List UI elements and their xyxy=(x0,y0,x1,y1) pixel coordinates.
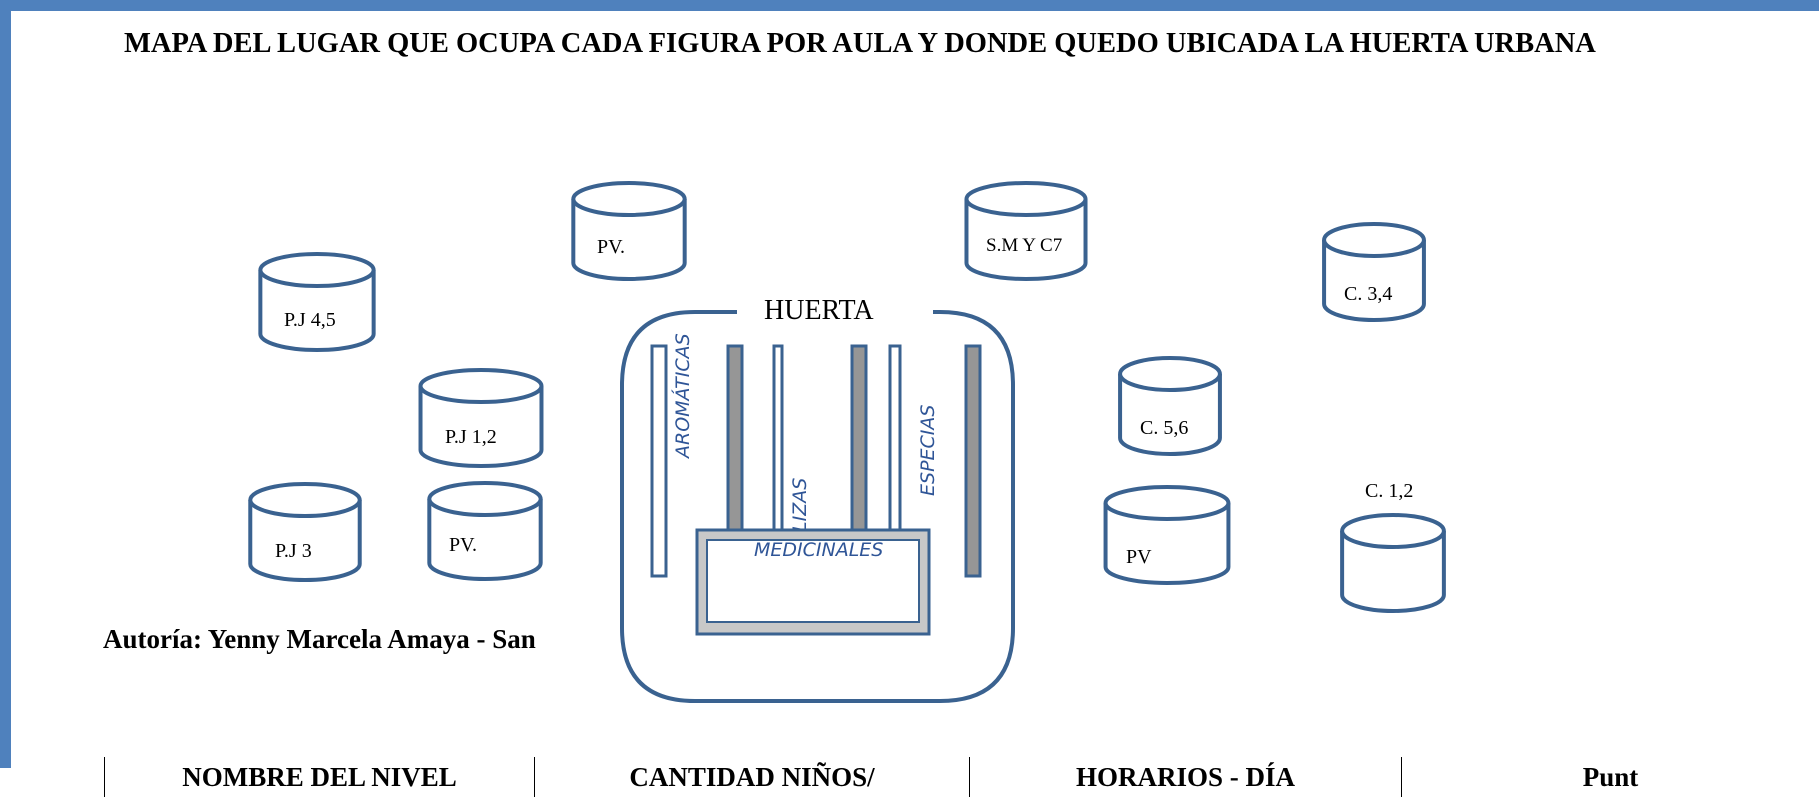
cylinder-label: C. 5,6 xyxy=(1140,417,1188,439)
bed-label-lizas: LIZAS xyxy=(789,478,811,532)
table-header-cell: CANTIDAD NIÑOS/ xyxy=(534,757,969,797)
bed-label-especias: ESPECIAS xyxy=(917,405,939,496)
garden-enclosure: HUERTA xyxy=(620,295,1015,703)
classroom-cylinder: C. 1,2 xyxy=(1342,480,1444,611)
page-border-left xyxy=(0,0,11,768)
cylinder-label: P.J 3 xyxy=(275,540,312,562)
table-header-cell: Punt xyxy=(1401,757,1819,797)
cylinder-label: C. 3,4 xyxy=(1344,283,1392,305)
classroom-cylinder: PV xyxy=(1106,487,1229,583)
garden-title: HUERTA xyxy=(764,295,874,326)
cylinder-label: P.J 1,2 xyxy=(445,426,497,448)
classroom-cylinder: P.J 3 xyxy=(250,484,359,580)
garden-bed xyxy=(964,344,982,578)
classroom-cylinder: PV. xyxy=(429,483,540,579)
cylinder-label: PV. xyxy=(449,534,477,556)
cylinder-label: PV xyxy=(1126,546,1152,568)
table-header-cell: HORARIOS - DÍA xyxy=(969,757,1401,797)
garden-bed-medicinales: MEDICINALES xyxy=(695,528,931,636)
cylinder-label: PV. xyxy=(597,236,625,258)
classroom-map: PV. S.M Y C7 C. 3,4 P.J 4,5 P.J 1,2 C. 5… xyxy=(0,0,1819,703)
bed-label-medicinales: MEDICINALES xyxy=(754,539,883,561)
classroom-cylinder: P.J 4,5 xyxy=(260,254,373,350)
cylinder-label: C. 1,2 xyxy=(1365,480,1413,502)
cylinder-label: P.J 4,5 xyxy=(284,309,336,331)
bed-label-aromaticas: AROMÁTICAS xyxy=(671,333,694,460)
table-header-cell: NOMBRE DEL NIVEL xyxy=(104,757,534,797)
author-credit: Autoría: Yenny Marcela Amaya - San xyxy=(103,624,536,654)
garden-bed: AROMÁTICAS xyxy=(650,333,694,578)
classroom-cylinder: C. 3,4 xyxy=(1324,224,1424,320)
page-border-top xyxy=(0,0,1819,11)
cylinder-label: S.M Y C7 xyxy=(986,235,1062,256)
classroom-cylinder: P.J 1,2 xyxy=(421,370,542,466)
classroom-cylinder: PV. xyxy=(573,183,684,279)
classroom-cylinder: C. 5,6 xyxy=(1120,358,1220,454)
classroom-cylinder: S.M Y C7 xyxy=(966,183,1085,279)
page-title: MAPA DEL LUGAR QUE OCUPA CADA FIGURA POR… xyxy=(124,28,1596,59)
